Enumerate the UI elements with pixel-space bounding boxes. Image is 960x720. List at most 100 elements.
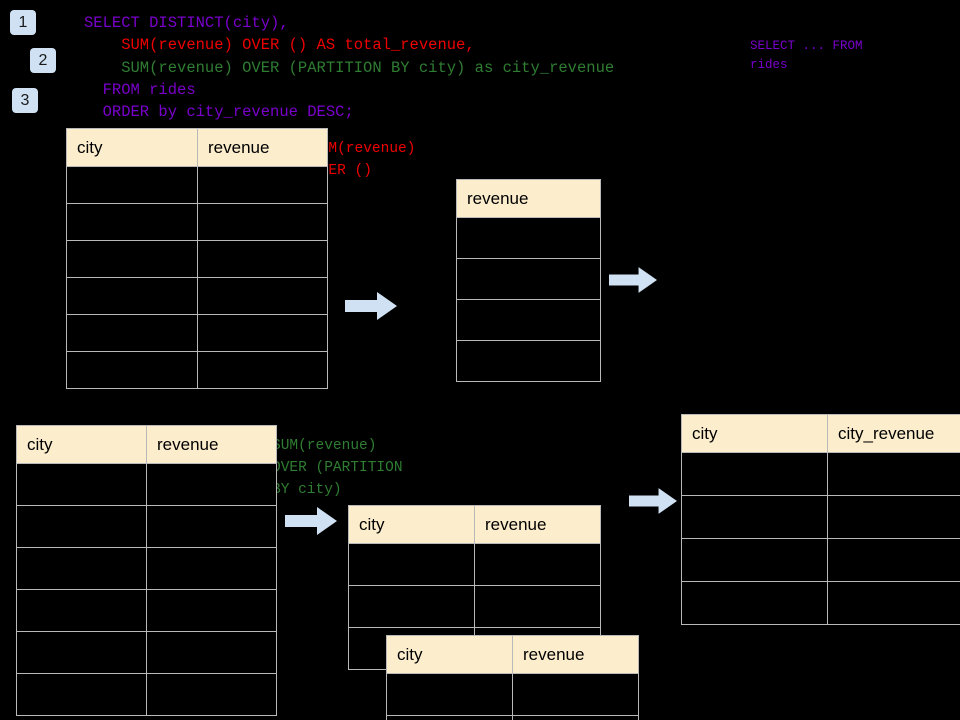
arrow-partition-to-result bbox=[629, 488, 677, 514]
table-row bbox=[456, 299, 601, 341]
table-cell bbox=[66, 314, 198, 352]
table-row bbox=[66, 351, 328, 389]
table-cell bbox=[681, 538, 828, 582]
table-cell bbox=[456, 217, 601, 259]
table-cell bbox=[66, 240, 198, 278]
table-cell bbox=[348, 543, 475, 586]
table-cell bbox=[146, 463, 277, 506]
column-header-revenue: revenue bbox=[474, 505, 601, 544]
table-cell bbox=[66, 351, 198, 389]
column-header-revenue: revenue bbox=[197, 128, 328, 167]
table-cell bbox=[16, 631, 147, 674]
table-cell bbox=[474, 585, 601, 628]
table-cell bbox=[197, 203, 328, 241]
table-row bbox=[348, 543, 601, 586]
table-cell bbox=[512, 715, 639, 720]
sql-line-from: FROM rides bbox=[84, 81, 196, 99]
table-cell bbox=[146, 631, 277, 674]
partition-group-table-a: city revenue bbox=[348, 505, 601, 670]
table-body bbox=[66, 166, 328, 389]
column-header-revenue: revenue bbox=[512, 635, 639, 674]
table-cell bbox=[474, 543, 601, 586]
table-cell bbox=[16, 505, 147, 548]
table-header-row: city revenue bbox=[66, 128, 328, 167]
column-header-city: city bbox=[386, 635, 513, 674]
table-header-row: city city_revenue bbox=[681, 414, 960, 453]
table-cell bbox=[512, 673, 639, 716]
side-note-line-2: rides bbox=[750, 58, 788, 72]
arrow-rides-to-partition bbox=[285, 507, 337, 535]
table-row bbox=[681, 538, 960, 582]
sql-line-city-revenue: SUM(revenue) OVER (PARTITION BY city) as… bbox=[84, 59, 615, 77]
arrow-rides-to-total-revenue bbox=[345, 292, 397, 320]
table-body bbox=[456, 217, 601, 382]
table-cell bbox=[456, 299, 601, 341]
table-header-row: city revenue bbox=[386, 635, 639, 674]
table-header-row: revenue bbox=[456, 179, 601, 218]
step-badge-1: 1 bbox=[10, 10, 36, 35]
table-cell bbox=[16, 589, 147, 632]
total-revenue-table: revenue bbox=[456, 179, 601, 382]
annotation-city-revenue-line-1: SUM(revenue) bbox=[272, 438, 377, 454]
table-row bbox=[16, 463, 277, 506]
table-cell bbox=[456, 340, 601, 382]
table-row bbox=[16, 673, 277, 716]
table-cell bbox=[386, 673, 513, 716]
table-cell bbox=[827, 538, 960, 582]
table-cell bbox=[456, 258, 601, 300]
table-cell bbox=[16, 673, 147, 716]
table-cell bbox=[146, 505, 277, 548]
table-body bbox=[681, 452, 960, 625]
table-row bbox=[16, 505, 277, 548]
table-cell bbox=[681, 495, 828, 539]
rides-source-table-top: city revenue bbox=[66, 128, 328, 389]
column-header-city: city bbox=[348, 505, 475, 544]
table-cell bbox=[827, 452, 960, 496]
table-row bbox=[66, 203, 328, 241]
table-row bbox=[66, 240, 328, 278]
table-cell bbox=[827, 495, 960, 539]
column-header-city: city bbox=[66, 128, 198, 167]
table-cell bbox=[197, 240, 328, 278]
table-row bbox=[386, 715, 639, 720]
table-row bbox=[386, 673, 639, 716]
column-header-revenue: revenue bbox=[456, 179, 601, 218]
table-header-row: city revenue bbox=[16, 425, 277, 464]
table-row bbox=[16, 547, 277, 590]
table-body bbox=[16, 463, 277, 716]
table-header-row: city revenue bbox=[348, 505, 601, 544]
table-cell bbox=[197, 277, 328, 315]
table-row bbox=[681, 495, 960, 539]
sql-line-select: SELECT DISTINCT(city), bbox=[84, 14, 289, 32]
result-table: city city_revenue bbox=[681, 414, 960, 625]
table-cell bbox=[827, 581, 960, 625]
column-header-city: city bbox=[681, 414, 828, 453]
table-row bbox=[456, 340, 601, 382]
table-cell bbox=[66, 166, 198, 204]
table-row bbox=[456, 217, 601, 259]
table-cell bbox=[16, 463, 147, 506]
side-note-line-1: SELECT ... FROM bbox=[750, 39, 863, 53]
table-row bbox=[348, 585, 601, 628]
table-row bbox=[681, 581, 960, 625]
table-cell bbox=[66, 203, 198, 241]
table-cell bbox=[348, 585, 475, 628]
table-row bbox=[16, 589, 277, 632]
table-cell bbox=[681, 452, 828, 496]
annotation-city-revenue-line-2: OVER (PARTITION bbox=[272, 460, 403, 476]
sql-line-total-revenue: SUM(revenue) OVER () AS total_revenue, bbox=[84, 36, 475, 54]
table-body bbox=[348, 543, 601, 670]
table-cell bbox=[386, 715, 513, 720]
table-cell bbox=[197, 314, 328, 352]
table-cell bbox=[146, 547, 277, 590]
column-header-city-revenue: city_revenue bbox=[827, 414, 960, 453]
table-row bbox=[66, 166, 328, 204]
column-header-city: city bbox=[16, 425, 147, 464]
arrow-total-revenue-to-result bbox=[609, 267, 657, 293]
table-body bbox=[386, 673, 639, 720]
sql-line-order-by: ORDER by city_revenue DESC; bbox=[84, 103, 354, 121]
annotation-total-revenue-line-1: SUM(revenue) bbox=[311, 141, 416, 157]
table-row bbox=[456, 258, 601, 300]
table-cell bbox=[16, 547, 147, 590]
